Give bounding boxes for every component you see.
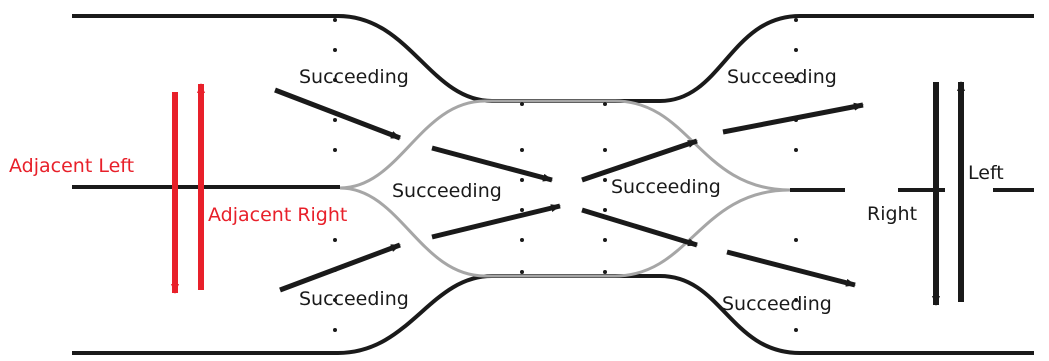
succeeding-label-bottom-right: Succeeding (722, 293, 832, 315)
right-label: Right (867, 203, 918, 225)
adjacent-right-label: Adjacent Right (208, 204, 348, 226)
succeeding-label-top-right: Succeeding (727, 66, 837, 88)
succeeding-arrow-mid-upper-out (581, 138, 698, 183)
succeeding-arrow-top-right (722, 102, 864, 135)
succeeding-arrow-top-left (274, 87, 401, 141)
succeeding-label-mid-left: Succeeding (392, 180, 502, 202)
lane-curve-upper (339, 99, 791, 192)
road-bottom-boundary (72, 274, 1034, 355)
section-divider-2 (520, 102, 524, 274)
succeeding-arrow-mid-upper-in (431, 145, 553, 183)
succeeding-label-mid-right: Succeeding (611, 176, 721, 198)
road-top-boundary (72, 14, 1034, 103)
lane-curve-lower (339, 186, 791, 278)
adjacent-left-label: Adjacent Left (9, 155, 135, 177)
succeeding-label-bottom-left: Succeeding (299, 288, 409, 310)
left-label: Left (968, 162, 1004, 184)
succeeding-arrow-mid-lower-in (431, 203, 561, 240)
succeeding-arrow-bottom-left (279, 242, 401, 293)
section-divider-3 (603, 102, 607, 274)
succeeding-label-top-left: Succeeding (299, 66, 409, 88)
succeeding-arrow-bottom-right (726, 249, 856, 288)
succeeding-arrow-mid-lower-out (581, 207, 698, 248)
